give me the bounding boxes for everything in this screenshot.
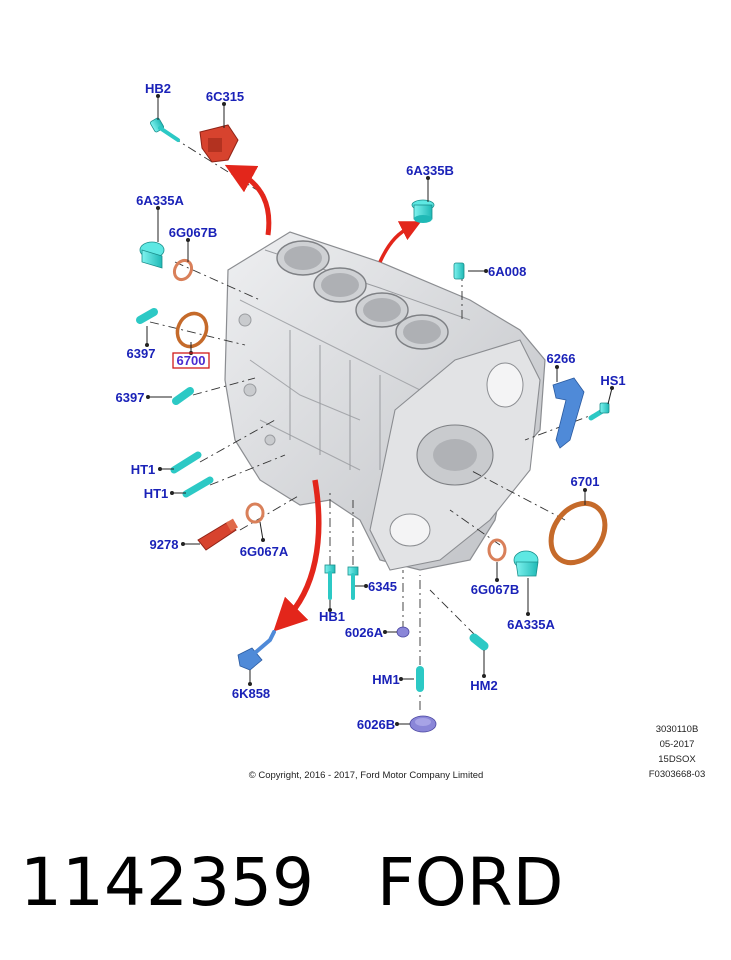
meta-date: 05-2017 bbox=[660, 739, 695, 750]
label-6026b: 6026B bbox=[357, 717, 395, 732]
seal-6701 bbox=[548, 500, 608, 566]
plug-6a335a-left bbox=[139, 241, 165, 269]
label-6a008: 6A008 bbox=[488, 264, 526, 279]
label-6026a: 6026A bbox=[345, 625, 384, 640]
bolt-6345 bbox=[347, 566, 359, 600]
pin-6397-lower bbox=[172, 387, 194, 405]
label-hb2-top: HB2 bbox=[145, 81, 171, 96]
pin-ht1-upper bbox=[170, 451, 202, 474]
plug-6026b bbox=[409, 715, 437, 733]
label-6700: 6700 bbox=[177, 353, 206, 368]
meta-engine-code: 15DSOX bbox=[658, 754, 696, 765]
label-6a335a-right: 6A335A bbox=[507, 617, 555, 632]
removal-arrows bbox=[224, 164, 422, 632]
plug-6a335b-top bbox=[411, 199, 435, 223]
label-6701: 6701 bbox=[571, 474, 600, 489]
callout-leaders bbox=[145, 94, 614, 726]
copyright-notice: © Copyright, 2016 - 2017, Ford Motor Com… bbox=[249, 770, 484, 781]
label-6g067b-right: 6G067B bbox=[471, 582, 519, 597]
part-6c315 bbox=[199, 124, 239, 163]
meta-drawing-number: 3030110B bbox=[656, 724, 699, 735]
bolt-hb1 bbox=[324, 564, 336, 600]
highlight-box-6700 bbox=[172, 352, 210, 369]
seal-6700 bbox=[175, 311, 209, 349]
label-6397-lower: 6397 bbox=[116, 390, 145, 405]
bolt-hb2-top bbox=[150, 117, 180, 142]
engine-block-diagram: HB2 6C315 6A335B 6A335A 6G067B 6A008 639… bbox=[116, 81, 706, 781]
sensor-9278 bbox=[197, 518, 238, 551]
washer-6g067a bbox=[245, 502, 265, 524]
rear-flange bbox=[369, 339, 541, 571]
dowel-6a008 bbox=[453, 262, 465, 280]
label-6c315: 6C315 bbox=[206, 89, 244, 104]
label-6g067a: 6G067A bbox=[240, 544, 289, 559]
pin-6397-upper bbox=[136, 308, 158, 324]
pin-ht1-lower bbox=[182, 476, 214, 498]
label-6a335b-top: 6A335B bbox=[406, 163, 454, 178]
label-ht1-upper: HT1 bbox=[131, 462, 156, 477]
label-6g067b-left: 6G067B bbox=[169, 225, 217, 240]
label-6397-upper: 6397 bbox=[127, 346, 156, 361]
plug-6026a bbox=[396, 626, 410, 638]
drawing-metadata: 3030110B 05-2017 15DSOX F0303668-03 bbox=[649, 724, 706, 780]
label-hm2: HM2 bbox=[470, 678, 497, 693]
plug-6a335a-right bbox=[513, 550, 539, 577]
bracket-6266 bbox=[552, 377, 585, 449]
part-number-caption: 1142359 FORD bbox=[20, 844, 564, 921]
label-ht1-lower: HT1 bbox=[144, 486, 169, 501]
label-hs1: HS1 bbox=[600, 373, 625, 388]
washer-6g067b-left bbox=[172, 258, 194, 282]
block-ribs bbox=[238, 313, 381, 470]
engine-block bbox=[224, 231, 546, 571]
washer-6g067b-right bbox=[487, 538, 507, 562]
meta-figure-id: F0303668-03 bbox=[649, 769, 706, 780]
cylinder-bores bbox=[276, 240, 449, 350]
label-9278: 9278 bbox=[150, 537, 179, 552]
sensor-6k858 bbox=[237, 630, 276, 671]
part-labels: HB2 6C315 6A335B 6A335A 6G067B 6A008 639… bbox=[116, 81, 626, 732]
label-6345: 6345 bbox=[368, 579, 397, 594]
label-6k858: 6K858 bbox=[232, 686, 270, 701]
label-6a335a-left: 6A335A bbox=[136, 193, 184, 208]
label-hm1: HM1 bbox=[372, 672, 399, 687]
dowel-hm2 bbox=[469, 633, 489, 651]
label-6266: 6266 bbox=[547, 351, 576, 366]
bolt-hs1 bbox=[588, 402, 610, 421]
label-hb1: HB1 bbox=[319, 609, 345, 624]
